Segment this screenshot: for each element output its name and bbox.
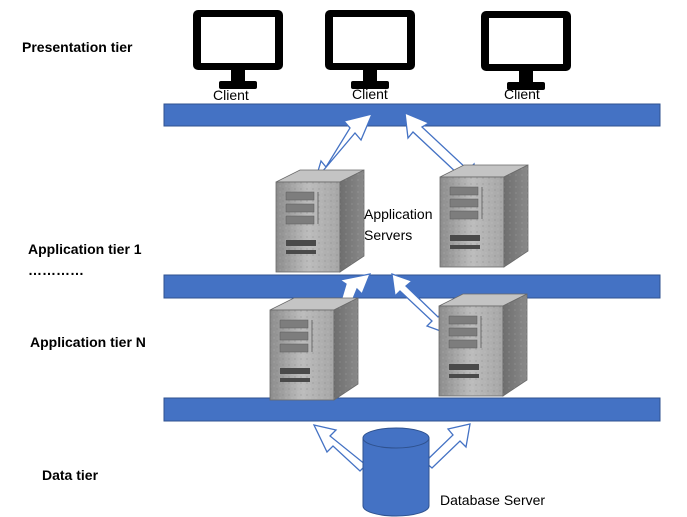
application-tier-n-bus (163, 397, 661, 422)
client-monitor-icon (325, 10, 415, 89)
application-tier-n-label: Application tier N (30, 334, 146, 350)
double-arrow-icon (424, 423, 471, 469)
double-arrow-icon (312, 424, 367, 472)
tier-ellipsis: ………… (28, 262, 84, 278)
client-monitor-icon (481, 11, 571, 90)
presentation-tier-label: Presentation tier (22, 39, 133, 55)
client-label: Client (352, 86, 388, 102)
client-label: Client (213, 87, 249, 103)
application-server-icon (438, 293, 528, 397)
data-tier-label: Data tier (42, 467, 99, 483)
client-monitor-icon (193, 10, 283, 89)
application-servers-label-line2: Servers (364, 227, 412, 243)
application-tier-1-label: Application tier 1 (28, 241, 142, 257)
application-server-icon (439, 164, 529, 268)
application-server-icon (275, 169, 365, 273)
client-label: Client (504, 86, 540, 102)
application-servers-label-line1: Application (364, 206, 433, 222)
database-server-label: Database Server (440, 492, 545, 508)
database-cylinder-icon (362, 427, 430, 517)
application-server-icon (269, 297, 359, 401)
